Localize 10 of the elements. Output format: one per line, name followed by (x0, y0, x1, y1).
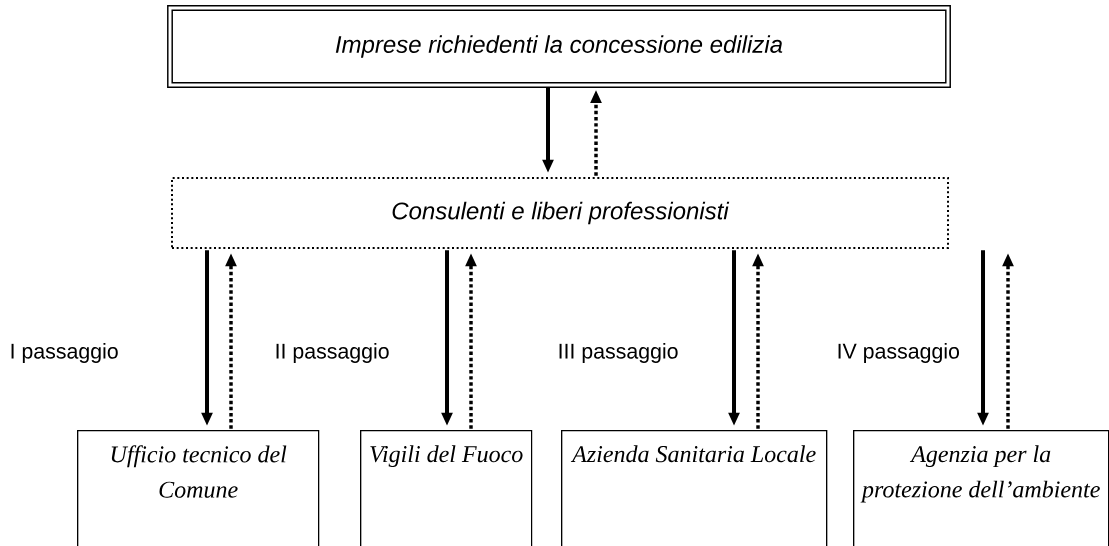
title-box: Imprese richiedenti la concessione edilizia (167, 5, 951, 88)
edge-label: IV passaggio (835, 341, 962, 365)
edge-label: II passaggio (273, 341, 391, 365)
office-box: Azienda Sanitaria Locale (561, 430, 828, 546)
edge-label: I passaggio (8, 341, 121, 365)
office-box: Vigili del Fuoco (360, 430, 533, 546)
dotted-box: Consulenti e liberi professionisti (171, 177, 949, 249)
office-box: Ufficio tecnico del Comune (77, 430, 320, 546)
edge-label: III passaggio (556, 341, 680, 365)
office-box: Agenzia per la protezione dell’ambiente (853, 430, 1109, 546)
